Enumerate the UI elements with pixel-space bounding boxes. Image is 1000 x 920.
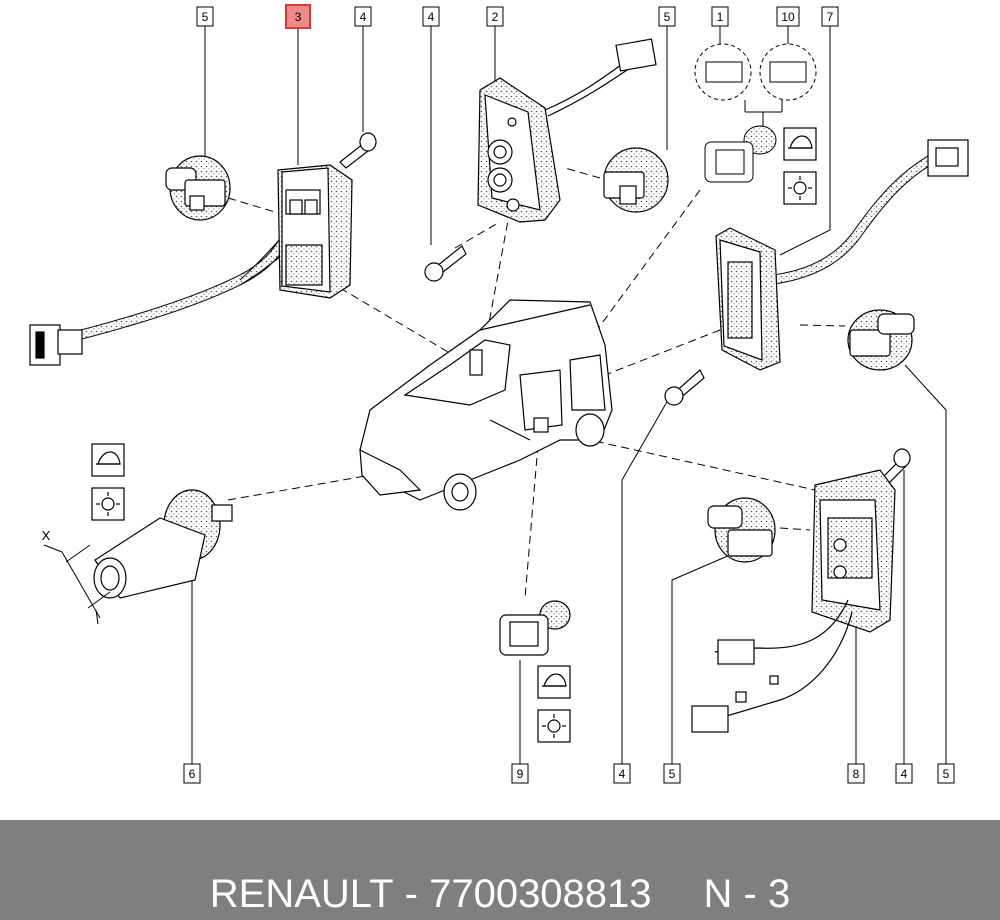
rear-lamp-part-7 xyxy=(715,139,969,371)
callout-5-top-mid: 5 xyxy=(658,6,676,27)
svg-text:7: 7 xyxy=(827,10,834,24)
screw-part-4-right xyxy=(664,369,705,406)
svg-text:4: 4 xyxy=(619,767,626,781)
svg-text:5: 5 xyxy=(943,767,950,781)
bulb-holder-part-5-right xyxy=(847,309,915,371)
svg-text:3: 3 xyxy=(295,10,302,24)
screw-part-4-top xyxy=(339,132,377,169)
exploded-parts-diagram: 5 3 4 4 2 5 1 10 xyxy=(29,4,969,784)
callout-9-bottom: 9 xyxy=(511,763,529,784)
svg-text:8: 8 xyxy=(853,767,860,781)
footer-separator: - xyxy=(404,872,418,916)
svg-text:5: 5 xyxy=(664,10,671,24)
bulb-holder-part-5-bottom xyxy=(707,497,776,563)
callout-4-bottom-a: 4 xyxy=(613,763,631,784)
part-number: 7700308813 xyxy=(429,872,652,916)
callout-2-top: 2 xyxy=(486,6,504,27)
callout-10-top: 10 xyxy=(776,6,800,27)
svg-text:9: 9 xyxy=(517,767,524,781)
svg-text:5: 5 xyxy=(669,767,676,781)
interior-lamp-part-2 xyxy=(477,38,657,223)
callout-4-top-a: 4 xyxy=(354,6,372,27)
interior-lamp-icon xyxy=(783,127,817,161)
bulb-holder-part-5 xyxy=(165,155,231,221)
bulb-icon xyxy=(537,709,571,743)
callout-1-top: 1 xyxy=(711,6,729,27)
svg-text:6: 6 xyxy=(189,767,196,781)
lamp-housing-part-8 xyxy=(691,469,896,733)
svg-text:4: 4 xyxy=(901,767,908,781)
lamp-switch-part-3 xyxy=(29,164,353,366)
callout-7-top: 7 xyxy=(821,6,839,27)
brand-name: RENAULT xyxy=(209,872,394,916)
svg-text:5: 5 xyxy=(202,10,209,24)
screw-part-4-mid xyxy=(424,245,467,282)
leader-lines xyxy=(191,26,947,764)
callout-3-highlighted: 3 xyxy=(285,4,311,29)
svg-text:10: 10 xyxy=(781,10,795,24)
svg-text:2: 2 xyxy=(492,10,499,24)
callout-5-bottom-b: 5 xyxy=(937,763,955,784)
bulb-icon xyxy=(783,171,817,205)
bulb-icon xyxy=(91,487,125,521)
bulb-socket-variants xyxy=(694,43,817,183)
vehicle-outline xyxy=(359,299,613,511)
callout-5-bottom-a: 5 xyxy=(663,763,681,784)
bulb-holder-part-5-mid xyxy=(603,147,669,213)
bulb-holder-part-6 xyxy=(93,489,233,599)
page-reference: N - 3 xyxy=(703,872,791,916)
footer-bar: RENAULT - 7700308813 N - 3 xyxy=(0,820,1000,920)
callout-5-top-left: 5 xyxy=(196,6,214,27)
callout-4-top-b: 4 xyxy=(422,6,440,27)
interior-lamp-icon xyxy=(91,443,125,477)
svg-text:4: 4 xyxy=(360,10,367,24)
bulb-socket-part-9 xyxy=(499,600,571,656)
footer-caption: RENAULT - 7700308813 N - 3 xyxy=(0,872,1000,917)
callout-4-bottom-b: 4 xyxy=(895,763,913,784)
callout-6-bottom: 6 xyxy=(183,763,201,784)
interior-lamp-icon xyxy=(537,665,571,699)
callout-8-bottom: 8 xyxy=(847,763,865,784)
callout-labels: 5 3 4 4 2 5 1 10 xyxy=(183,4,955,784)
svg-text:1: 1 xyxy=(717,10,724,24)
dimension-x xyxy=(43,544,111,625)
svg-text:4: 4 xyxy=(428,10,435,24)
dimension-label: X xyxy=(42,528,51,543)
